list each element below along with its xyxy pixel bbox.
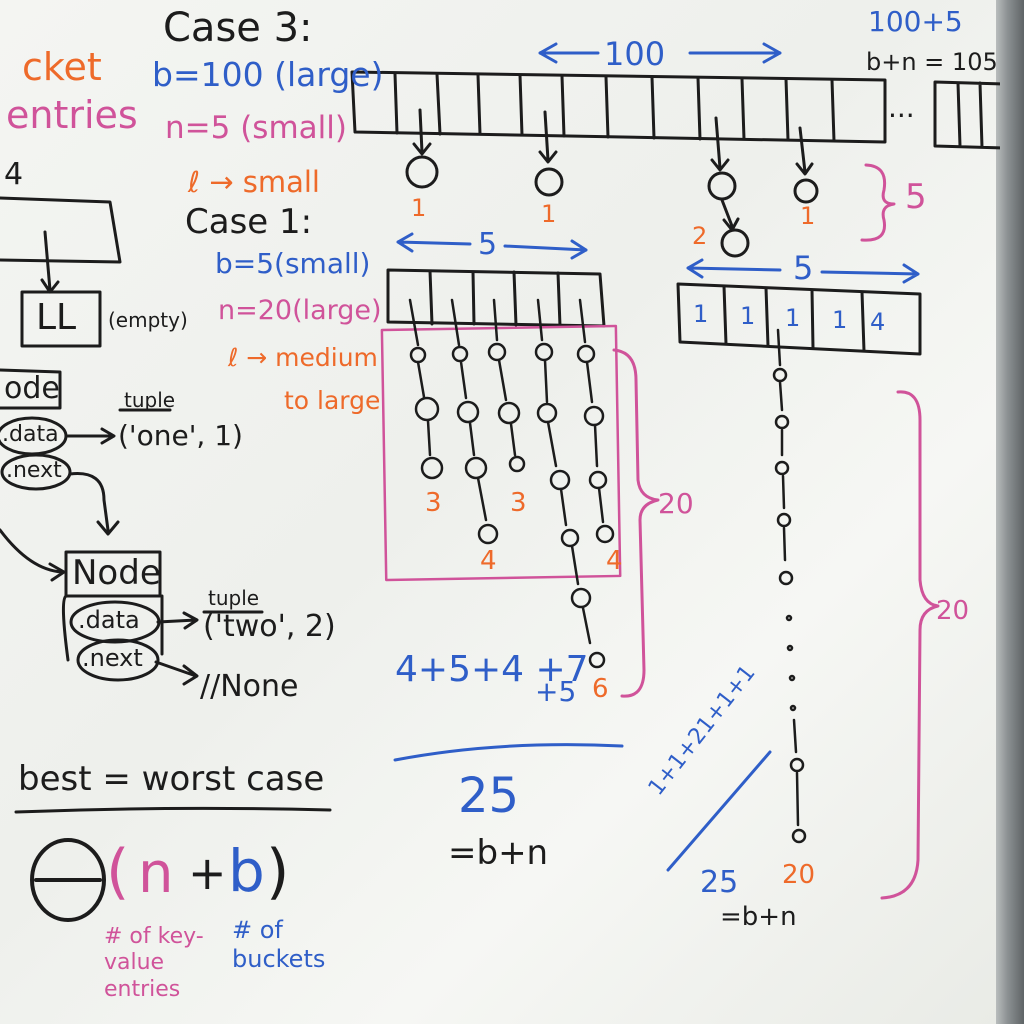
case1-width-label: 5	[478, 227, 498, 262]
best-worst-label: best = worst case	[18, 759, 325, 799]
case1-chain-count: 4	[606, 546, 623, 576]
case2-width-label: 5	[793, 249, 814, 287]
case3-array	[350, 70, 1000, 150]
formula-open-paren: (	[106, 837, 130, 907]
case2-cell: 1	[832, 306, 848, 334]
case2-cell: 1	[785, 304, 801, 332]
node2-next-field: .next	[82, 644, 143, 672]
n-note: # of key-value entries	[104, 924, 204, 1002]
case3-sum: 100+5	[868, 5, 963, 38]
case3-chain-count: 1	[541, 200, 557, 228]
case2-brace	[880, 390, 940, 900]
ll-label: LL	[36, 297, 77, 338]
node2-data-field: .data	[78, 606, 140, 634]
whiteboard-drawings	[0, 42, 1000, 922]
case1-chain-count: 6	[592, 674, 609, 704]
case3-b-value: b=100 (large)	[152, 55, 384, 94]
case1-l-value-cont: to large	[284, 386, 381, 415]
case2-array	[676, 282, 922, 356]
case1-brace-label: 20	[658, 487, 694, 520]
case3-chain-count: 1	[411, 194, 427, 222]
best-underline	[14, 806, 332, 814]
case3-ellipsis: ...	[888, 91, 915, 124]
case3-brace	[860, 163, 896, 242]
case3-l-value: ℓ → small	[188, 165, 320, 199]
case1-sum-divider	[393, 743, 624, 762]
case2-cell: 1	[740, 302, 756, 330]
case3-brace-label: 5	[905, 177, 927, 217]
formula-close-paren: )	[266, 837, 290, 907]
case3-chains	[405, 108, 819, 258]
case2-brace-label: 20	[936, 596, 970, 626]
tuple1-label: tuple	[124, 388, 176, 412]
case3-heading: Case 3:	[163, 5, 313, 51]
node1-next-field: .next	[6, 458, 62, 483]
case3-chain-count: 2	[692, 222, 708, 250]
case1-chains	[408, 298, 615, 669]
case1-l-value: ℓ → medium	[228, 343, 378, 372]
formula-b: b	[228, 837, 265, 905]
case2-width-arrow	[686, 258, 920, 284]
case2-chain	[772, 328, 807, 844]
case3-n-value: n=5 (small)	[165, 110, 347, 146]
case2-cell: 4	[870, 308, 886, 336]
left-diagrams	[0, 196, 264, 686]
case3-width-label: 100	[604, 35, 666, 73]
whiteboard-frame	[996, 0, 1024, 1024]
tuple2-value: ('two', 2)	[203, 609, 336, 644]
case1-chain-count: 3	[425, 488, 442, 518]
case3-width-arrow	[538, 42, 782, 64]
left-fragment-entries: entries	[6, 93, 138, 137]
case2-count: 20	[782, 860, 816, 890]
case1-sum: 4+5+4 +7	[395, 649, 589, 690]
empty-label: (empty)	[108, 308, 188, 332]
case2-sum-divider	[666, 750, 772, 872]
none-label: //None	[200, 669, 299, 704]
case1-b-value: b=5(small)	[215, 247, 371, 280]
b-note: # of buckets	[232, 916, 326, 973]
tuple2-label: tuple	[208, 586, 260, 610]
formula-plus: +	[188, 846, 227, 900]
case2-cell: 1	[693, 300, 709, 328]
node1-data-field: .data	[2, 422, 59, 447]
theta-symbol	[30, 838, 106, 922]
case3-chain-count: 1	[800, 202, 816, 230]
left-number: 4	[4, 157, 24, 192]
case1-highlight-box	[380, 324, 622, 582]
whiteboard	[0, 0, 1000, 1024]
case1-brace	[612, 348, 660, 698]
case1-chain-count: 3	[510, 488, 527, 518]
case1-sum-cont: +5	[535, 675, 577, 708]
case1-heading: Case 1:	[185, 202, 313, 242]
case1-chain-count: 4	[480, 546, 497, 576]
case1-n-value: n=20(large)	[218, 295, 382, 326]
node2-label: Node	[72, 553, 161, 593]
case2-total: 25	[700, 865, 739, 900]
formula-n: n	[138, 841, 174, 906]
case3-total: b+n = 105	[866, 48, 998, 76]
case1-width-arrow	[396, 232, 588, 260]
case2-total-eq: =b+n	[720, 902, 797, 932]
left-fragment-cket: cket	[22, 45, 102, 89]
node1-label: ode	[4, 371, 60, 406]
case1-total-eq: =b+n	[448, 833, 549, 873]
case1-total: 25	[458, 768, 520, 824]
tuple1-value: ('one', 1)	[118, 419, 243, 452]
